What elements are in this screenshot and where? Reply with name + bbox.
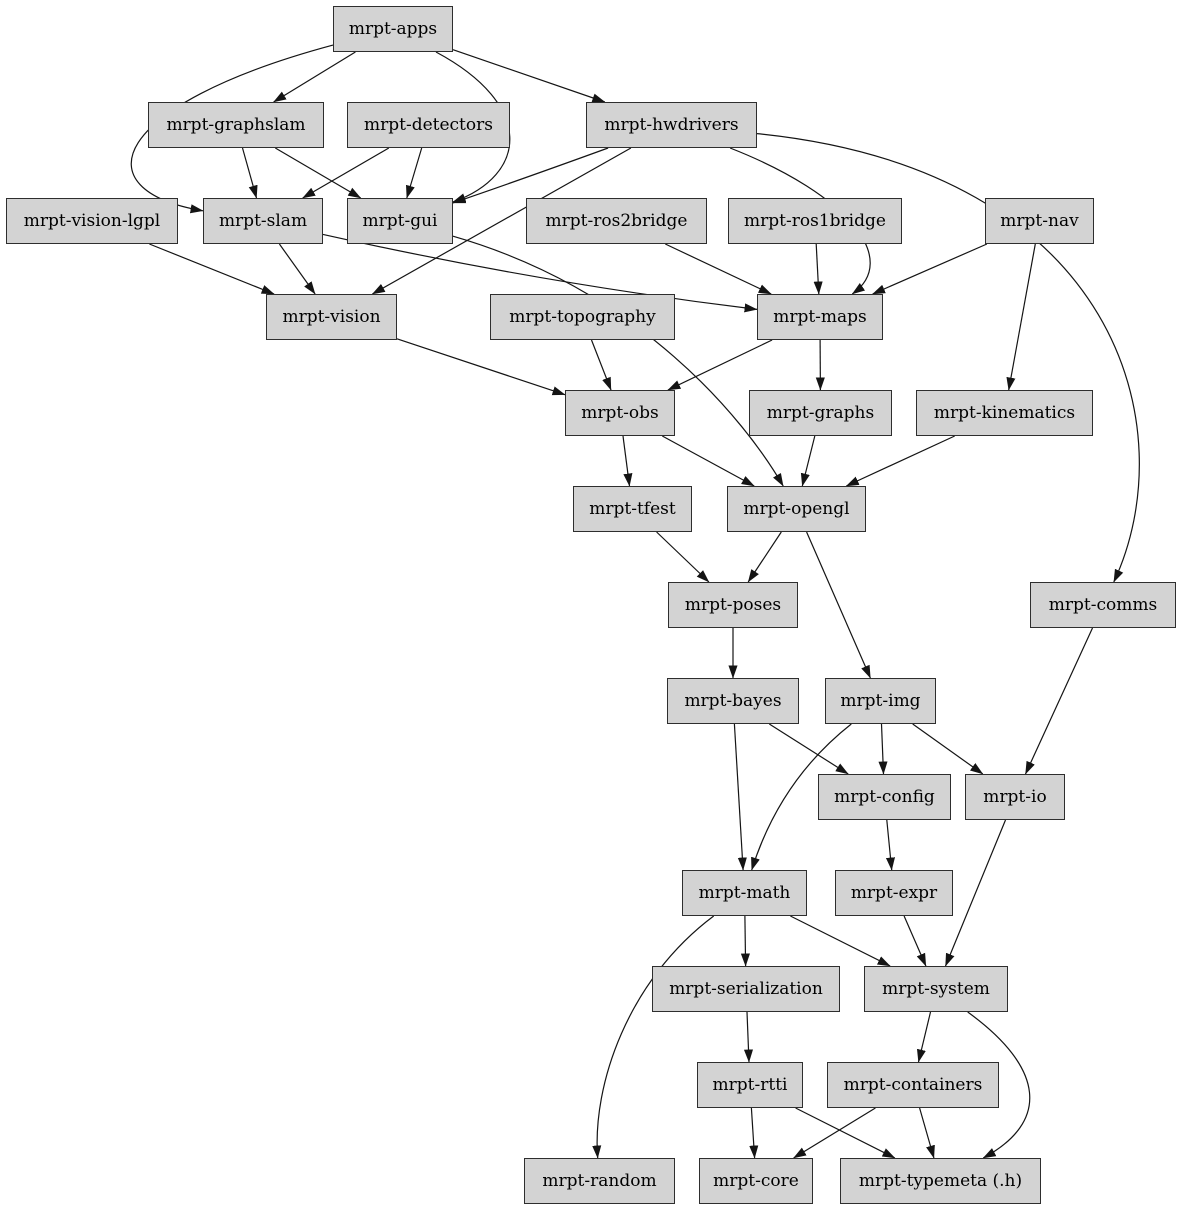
edge-graphslam-to-slam: [241, 147, 258, 199]
node-obs: mrpt-obs: [565, 390, 675, 436]
node-apps: mrpt-apps: [333, 6, 453, 52]
edge-topography-to-obs: [590, 339, 612, 391]
node-hwdrivers: mrpt-hwdrivers: [586, 102, 757, 148]
node-vision: mrpt-vision: [266, 294, 397, 340]
node-slam: mrpt-slam: [203, 198, 323, 244]
node-bayes: mrpt-bayes: [667, 678, 799, 724]
edge-kinematics-to-opengl: [845, 435, 955, 487]
node-system: mrpt-system: [864, 966, 1008, 1012]
node-typemeta: mrpt-typemeta (.h): [840, 1158, 1041, 1204]
node-opengl: mrpt-opengl: [727, 486, 866, 532]
node-math: mrpt-math: [682, 870, 807, 916]
edge-containers-to-core: [793, 1107, 876, 1159]
edge-bayes-to-config: [768, 723, 849, 775]
node-tfest: mrpt-tfest: [573, 486, 692, 532]
edge-expr-to-system: [903, 915, 927, 967]
node-nav: mrpt-nav: [985, 198, 1094, 244]
node-visionlgpl: mrpt-vision-lgpl: [6, 198, 178, 244]
edge-system-to-containers: [916, 1011, 932, 1063]
node-img: mrpt-img: [825, 678, 936, 724]
node-config: mrpt-config: [818, 774, 951, 820]
edge-opengl-to-img: [806, 531, 871, 679]
edge-rtti-to-typemeta: [795, 1107, 896, 1159]
edge-img-to-io: [912, 723, 984, 775]
edge-math-to-serialization: [740, 915, 750, 967]
node-io: mrpt-io: [965, 774, 1065, 820]
edge-nav-to-maps: [872, 243, 988, 295]
edge-comms-to-io: [1024, 627, 1094, 775]
edge-gui-to-opengl: [452, 235, 784, 487]
edge-ros1bridge-to-maps: [813, 243, 823, 295]
node-serialization: mrpt-serialization: [652, 966, 840, 1012]
node-random: mrpt-random: [524, 1158, 675, 1204]
edge-io-to-system: [944, 819, 1007, 967]
edge-visionlgpl-to-vision: [149, 243, 275, 295]
edge-maps-to-obs: [667, 339, 773, 391]
node-ros1bridge: mrpt-ros1bridge: [728, 198, 902, 244]
edge-bayes-to-math: [733, 723, 747, 871]
node-comms: mrpt-comms: [1030, 582, 1176, 628]
edge-vision-to-obs: [396, 338, 566, 396]
node-containers: mrpt-containers: [827, 1062, 999, 1108]
node-core: mrpt-core: [699, 1158, 813, 1204]
node-topography: mrpt-topography: [490, 294, 675, 340]
edge-graphslam-to-gui: [274, 147, 362, 199]
edge-hwdrivers-to-gui: [452, 147, 609, 204]
edge-serialization-to-rtti: [743, 1011, 754, 1063]
edge-math-to-system: [790, 915, 891, 967]
edge-detectors-to-gui: [406, 147, 423, 199]
edge-containers-to-typemeta: [919, 1107, 935, 1159]
edge-detectors-to-slam: [302, 147, 390, 199]
node-expr: mrpt-expr: [835, 870, 953, 916]
edge-rtti-to-core: [749, 1107, 759, 1159]
edge-apps-to-graphslam: [273, 51, 356, 103]
node-maps: mrpt-maps: [757, 294, 883, 340]
edge-opengl-to-poses: [747, 531, 782, 583]
node-gui: mrpt-gui: [347, 198, 453, 244]
edge-nav-to-kinematics: [1006, 243, 1036, 391]
node-poses: mrpt-poses: [668, 582, 798, 628]
node-ros2bridge: mrpt-ros2bridge: [526, 198, 707, 244]
edge-apps-to-hwdrivers: [452, 49, 606, 103]
node-rtti: mrpt-rtti: [697, 1062, 803, 1108]
edge-ros2bridge-to-maps: [665, 243, 772, 295]
edge-math-to-random: [592, 915, 715, 1159]
node-kinematics: mrpt-kinematics: [916, 390, 1093, 436]
edge-graphs-to-opengl: [800, 435, 816, 487]
edge-obs-to-opengl: [662, 435, 755, 487]
edge-obs-to-tfest: [622, 435, 633, 487]
edge-slam-to-vision: [278, 243, 316, 295]
edge-config-to-expr: [885, 819, 896, 871]
node-graphslam: mrpt-graphslam: [148, 102, 324, 148]
edge-img-to-config: [878, 723, 888, 775]
node-detectors: mrpt-detectors: [347, 102, 510, 148]
node-graphs: mrpt-graphs: [749, 390, 892, 436]
edge-tfest-to-poses: [656, 531, 710, 583]
